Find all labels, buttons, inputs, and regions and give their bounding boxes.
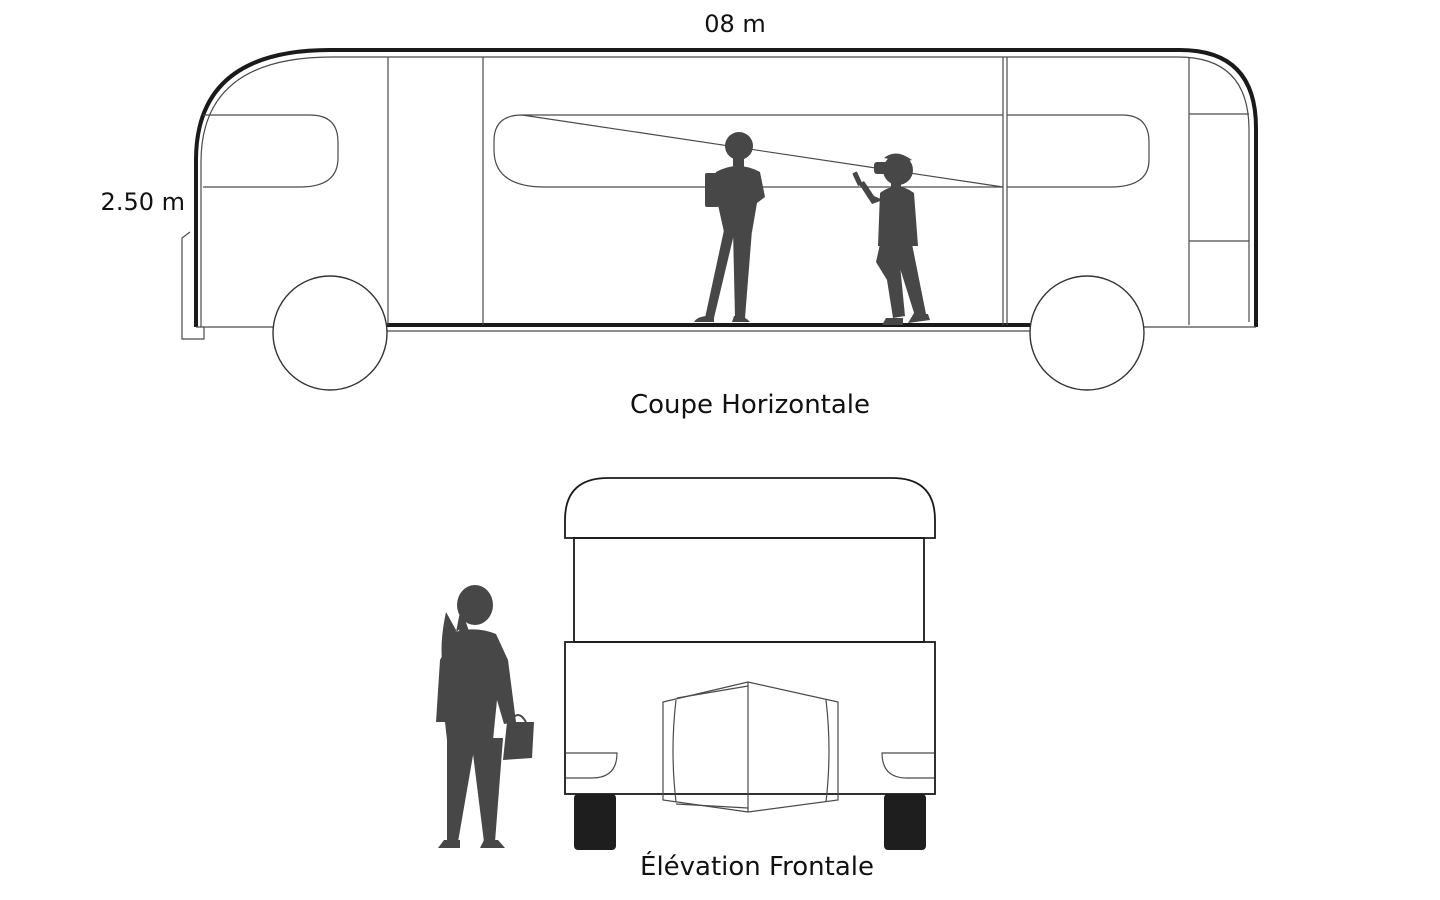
bus-side-inner-shell (200, 56, 1250, 327)
bus-front-left-headlight (566, 752, 618, 779)
bus-front-roof (564, 477, 936, 539)
length-dimension-label: 08 m (704, 10, 766, 38)
person-standing-silhouette (694, 132, 765, 322)
person-vr-silhouette (852, 153, 930, 325)
bus-side-front-window (203, 114, 339, 188)
bus-side-front-wheel (272, 275, 388, 391)
bus-side-main-window (493, 114, 1150, 188)
bus-side-front-step (181, 231, 205, 340)
bus-front-upper-body (573, 537, 925, 643)
bus-front-elevation: Élévation Frontale (436, 477, 936, 882)
height-dimension-label: 2.50 m (101, 188, 185, 216)
bus-front-left-tyre (574, 794, 616, 850)
bus-side-outer-shell (194, 48, 1258, 327)
person-with-bag-silhouette (436, 585, 534, 848)
bus-front-grille-bottom-inner (675, 803, 749, 809)
bus-front-grille-top-inner (676, 685, 749, 699)
section-caption: Coupe Horizontale (630, 390, 870, 420)
bus-front-right-headlight (881, 752, 934, 779)
bus-front-grille-left-inner (672, 699, 677, 803)
elevation-caption: Élévation Frontale (640, 850, 874, 882)
bus-side-rear-wheel (1029, 275, 1145, 391)
bus-front-grille-right-inner (825, 699, 830, 803)
bus-side-section: 08 m 2.50 m Coupe Horizontale (101, 10, 1258, 420)
bus-front-right-tyre (884, 794, 926, 850)
bus-front-lower-body (564, 641, 936, 795)
bus-front-grille (662, 681, 839, 813)
